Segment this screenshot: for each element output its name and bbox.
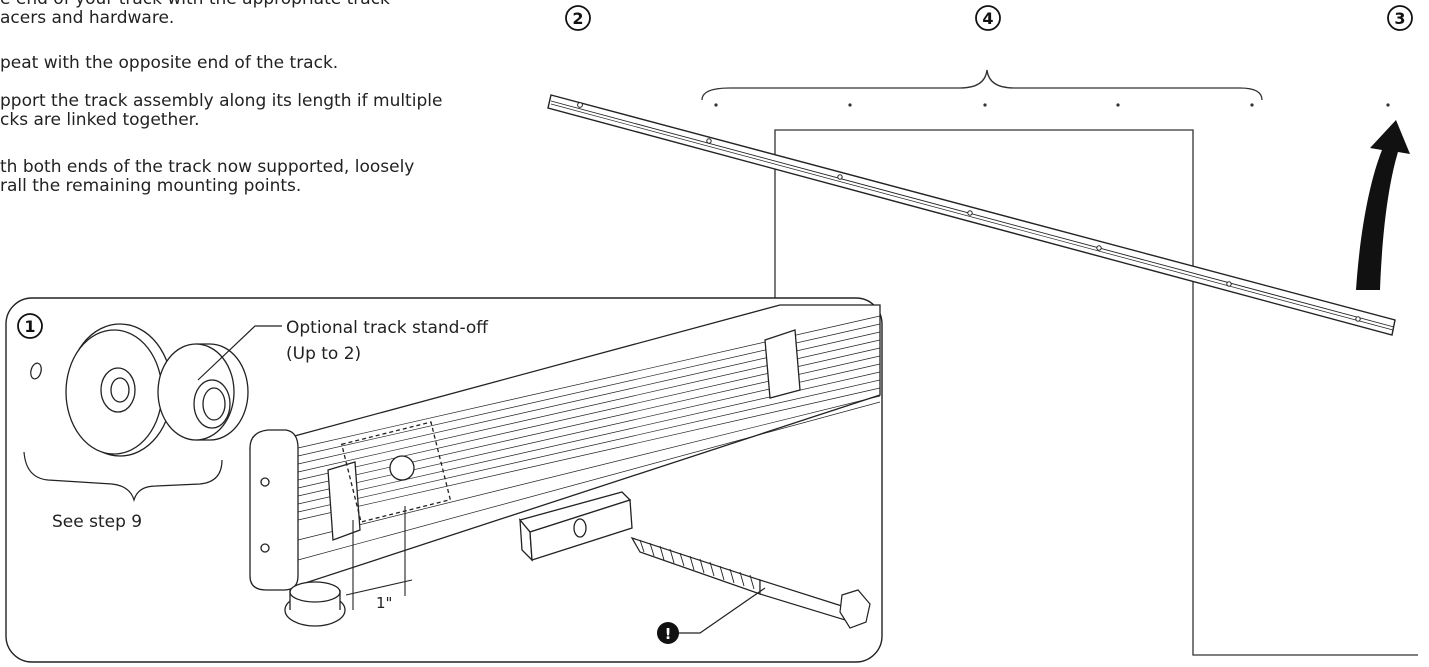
curved-lift-arrow-icon xyxy=(1356,120,1410,290)
dimension-label: 1" xyxy=(376,594,392,612)
svg-text:!: ! xyxy=(665,625,672,643)
instruction-step-support: pport the track assembly along its lengt… xyxy=(0,91,443,130)
instruction-step-repeat: peat with the opposite end of the track. xyxy=(0,53,339,73)
track-rail xyxy=(547,94,1396,336)
mounting-points-brace xyxy=(701,69,1263,101)
track-standoff xyxy=(157,343,249,441)
callout-3: 3 xyxy=(1387,5,1413,31)
svg-text:3: 3 xyxy=(1394,9,1405,28)
warning-icon: ! xyxy=(657,622,679,644)
svg-text:2: 2 xyxy=(572,9,583,28)
mounting-point-dots xyxy=(714,103,1390,107)
callout-1: 1 xyxy=(17,313,43,339)
svg-text:1: 1 xyxy=(24,317,35,336)
warning-leader xyxy=(678,587,766,634)
parts-brace xyxy=(23,451,223,503)
callout-4: 4 xyxy=(975,5,1001,31)
spacer-plate xyxy=(518,491,633,562)
screw-hole xyxy=(30,362,42,380)
standoff-qty: (Up to 2) xyxy=(286,344,361,364)
standoff-leader xyxy=(197,325,282,381)
dimension-1in xyxy=(345,506,413,610)
instruction-step-install: th both ends of the track now supported,… xyxy=(0,157,415,196)
lag-screw xyxy=(630,536,871,629)
flat-washer xyxy=(65,323,173,457)
callout-2: 2 xyxy=(565,5,591,31)
track-section-detail xyxy=(249,304,881,627)
instruction-step-placement: e end of your track with the appropriate… xyxy=(0,0,390,28)
see-step-label: See step 9 xyxy=(52,512,142,532)
svg-text:4: 4 xyxy=(982,9,993,28)
wall-outline xyxy=(774,129,1418,656)
standoff-label: Optional track stand-off xyxy=(286,318,489,338)
